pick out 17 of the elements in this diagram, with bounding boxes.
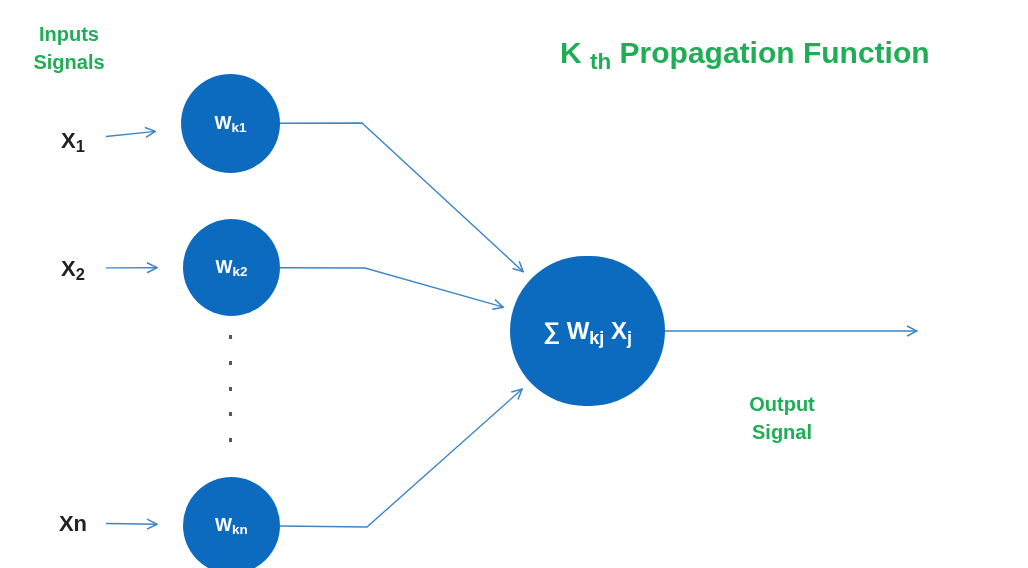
weight-label: W$_{kn}$ xyxy=(215,514,248,539)
weight-label: W$_{k1}$ xyxy=(214,112,247,137)
input-label: Xn xyxy=(48,505,98,541)
arrow xyxy=(664,325,918,337)
input-label: X$_{2}$ xyxy=(48,250,98,286)
weight-label: W$_{k2}$ xyxy=(215,256,248,281)
signal-caption: Inputs Signals xyxy=(32,22,106,75)
arrow xyxy=(105,262,158,274)
arrow xyxy=(105,518,158,530)
arrow xyxy=(105,126,157,139)
arrow xyxy=(279,388,523,528)
signal-caption: Output Signal xyxy=(748,392,816,445)
arrow xyxy=(279,267,505,311)
title: K $_{th}$ Propagation Function xyxy=(560,35,930,75)
input-label: X$_{1}$ xyxy=(48,122,98,158)
arrow xyxy=(279,122,524,273)
weight-label: ∑ W$_{kj}$ X$_{j}$ xyxy=(542,316,633,349)
